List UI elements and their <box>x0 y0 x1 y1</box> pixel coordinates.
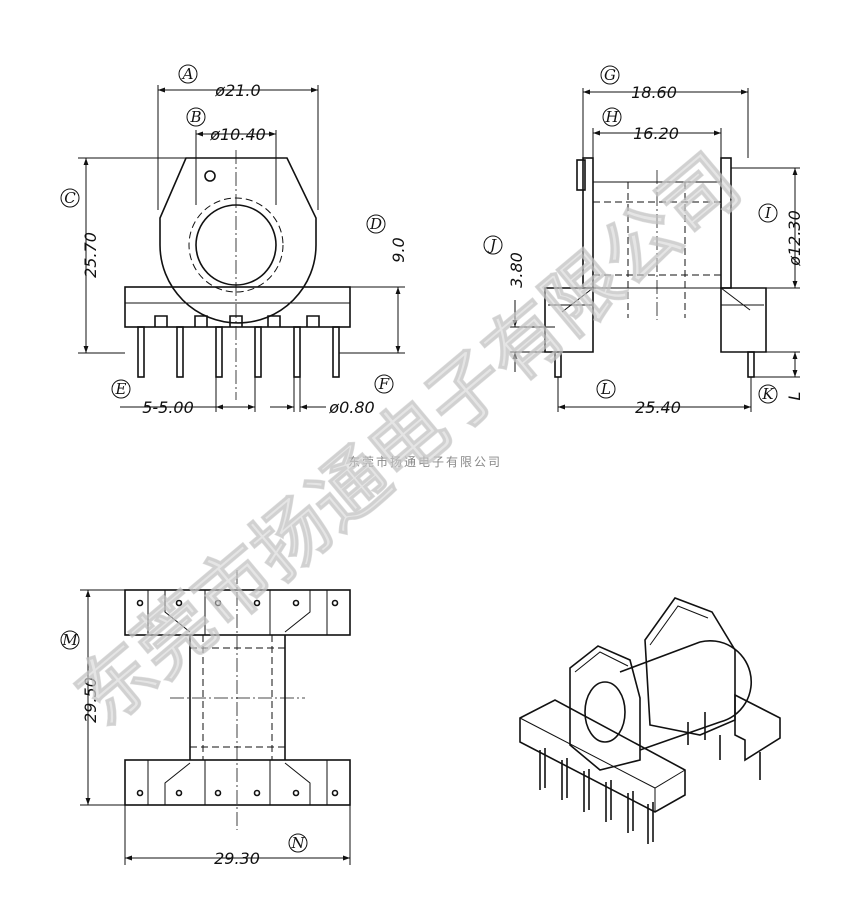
label-D: D <box>366 214 386 234</box>
svg-text:M: M <box>61 631 78 649</box>
top-dimension-lines <box>85 590 350 861</box>
iso-front-base <box>519 699 686 813</box>
label-E: E <box>111 379 131 399</box>
front-base <box>124 286 351 328</box>
front-flange-outline <box>159 157 317 324</box>
dim-a-text: ø21.0 <box>214 81 260 100</box>
iso-pins <box>539 712 761 844</box>
iso-rear-base <box>734 693 781 762</box>
label-K: K <box>758 384 778 404</box>
svg-text:C: C <box>64 189 76 207</box>
svg-text:G: G <box>604 66 616 84</box>
top-pin-holes <box>136 599 339 797</box>
label-L: L <box>596 379 616 399</box>
top-lower-base <box>124 759 351 806</box>
svg-text:L: L <box>600 380 611 398</box>
label-I: I <box>758 203 778 223</box>
label-H: H <box>602 107 622 127</box>
dimension-texts: ø21.0 ø10.40 25.70 9.0 5-5.00 ø0.80 18.6… <box>81 81 804 868</box>
iso-front-flange <box>569 645 641 771</box>
dim-i-text: ø12.30 <box>785 210 804 267</box>
label-B: B <box>186 107 206 127</box>
company-caption: 东莞市扬通电子有限公司 <box>348 454 502 469</box>
dim-e-text: 5-5.00 <box>142 398 194 417</box>
label-F: F <box>374 374 394 394</box>
top-view <box>80 570 351 865</box>
label-M: M <box>60 630 80 650</box>
isometric-view <box>519 597 781 844</box>
svg-text:H: H <box>604 108 619 126</box>
dim-c-text: 25.70 <box>81 232 100 278</box>
label-N: N <box>288 833 308 853</box>
svg-text:D: D <box>369 215 382 233</box>
dim-n-text: 29.30 <box>214 849 260 868</box>
dim-l-text: 25.40 <box>635 398 681 417</box>
side-right-pin <box>747 351 755 378</box>
dim-h-text: 16.20 <box>633 124 679 143</box>
side-right-base <box>720 287 767 353</box>
dim-k-text: L <box>785 392 804 401</box>
dim-d-text: 9.0 <box>389 237 408 262</box>
dim-g-text: 18.60 <box>631 83 677 102</box>
dim-f-text: ø0.80 <box>328 398 374 417</box>
company-watermark: 东莞市扬通电子有限公司 <box>59 137 757 743</box>
front-pins <box>137 326 340 378</box>
iso-bore <box>584 681 626 743</box>
side-left-base <box>544 287 594 353</box>
top-upper-base <box>124 589 351 636</box>
side-dimension-lines <box>512 89 798 410</box>
dim-b-text: ø10.40 <box>209 125 266 144</box>
svg-text:E: E <box>115 380 127 398</box>
dim-j-text: 3.80 <box>507 252 526 288</box>
front-dimension-lines <box>83 87 401 410</box>
iso-core-cylinder <box>619 639 752 751</box>
label-J: J <box>483 235 503 255</box>
svg-text:B: B <box>189 108 201 126</box>
dim-m-text: 29.50 <box>81 677 100 723</box>
svg-text:A: A <box>181 65 194 83</box>
front-view <box>78 85 405 412</box>
label-G: G <box>600 65 620 85</box>
svg-text:K: K <box>761 385 774 403</box>
svg-text:J: J <box>487 236 497 254</box>
side-left-flange-tab <box>576 159 586 191</box>
side-view <box>510 88 800 412</box>
svg-text:I: I <box>764 204 772 222</box>
svg-text:F: F <box>378 375 390 393</box>
pin1-mark-circle <box>204 170 216 182</box>
top-lower-chamfers <box>164 760 311 805</box>
front-base-notches <box>154 315 320 327</box>
svg-text:N: N <box>290 834 305 852</box>
iso-rear-flange <box>644 597 736 736</box>
letter-labels: A B C D E F G H I J K L M N <box>60 64 778 853</box>
top-upper-chamfers <box>164 590 311 635</box>
label-C: C <box>60 188 80 208</box>
label-A: A <box>178 64 198 84</box>
